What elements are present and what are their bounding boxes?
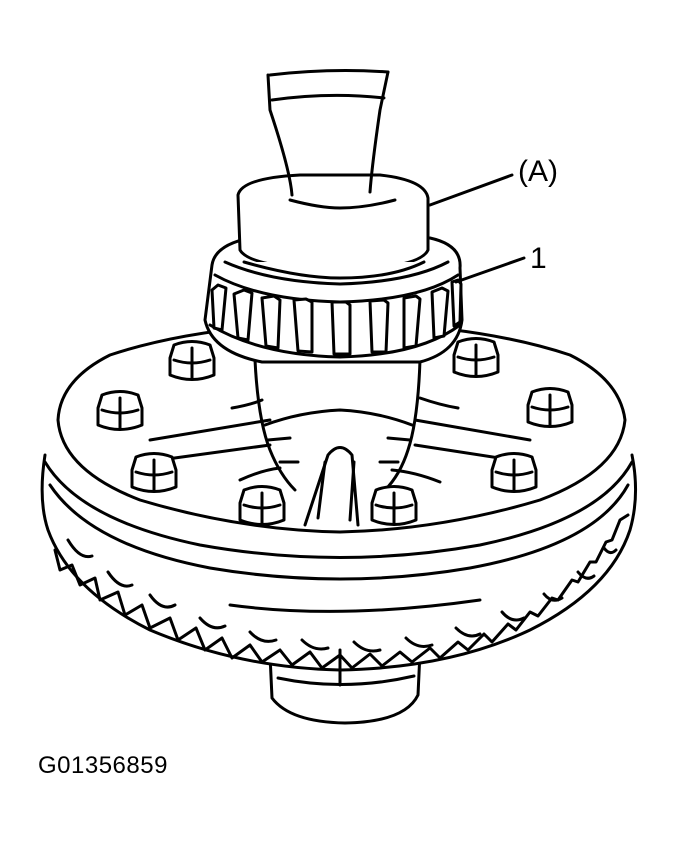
callout-bearing-label: 1 xyxy=(530,242,547,275)
bolt xyxy=(370,485,418,526)
bolt xyxy=(96,390,144,431)
leader-line-tool xyxy=(428,173,514,207)
ring-gear-bolts xyxy=(96,337,574,526)
bolt xyxy=(238,485,286,526)
bolt xyxy=(452,337,500,378)
bolt xyxy=(130,452,178,493)
bolt xyxy=(490,452,538,493)
bolt xyxy=(526,387,574,428)
bolt xyxy=(168,340,216,381)
leader-line-bearing xyxy=(454,256,526,284)
bearing-installer-tool xyxy=(236,69,430,280)
callout-tool-label: (A) xyxy=(518,155,558,188)
figure-id: G01356859 xyxy=(38,752,168,779)
